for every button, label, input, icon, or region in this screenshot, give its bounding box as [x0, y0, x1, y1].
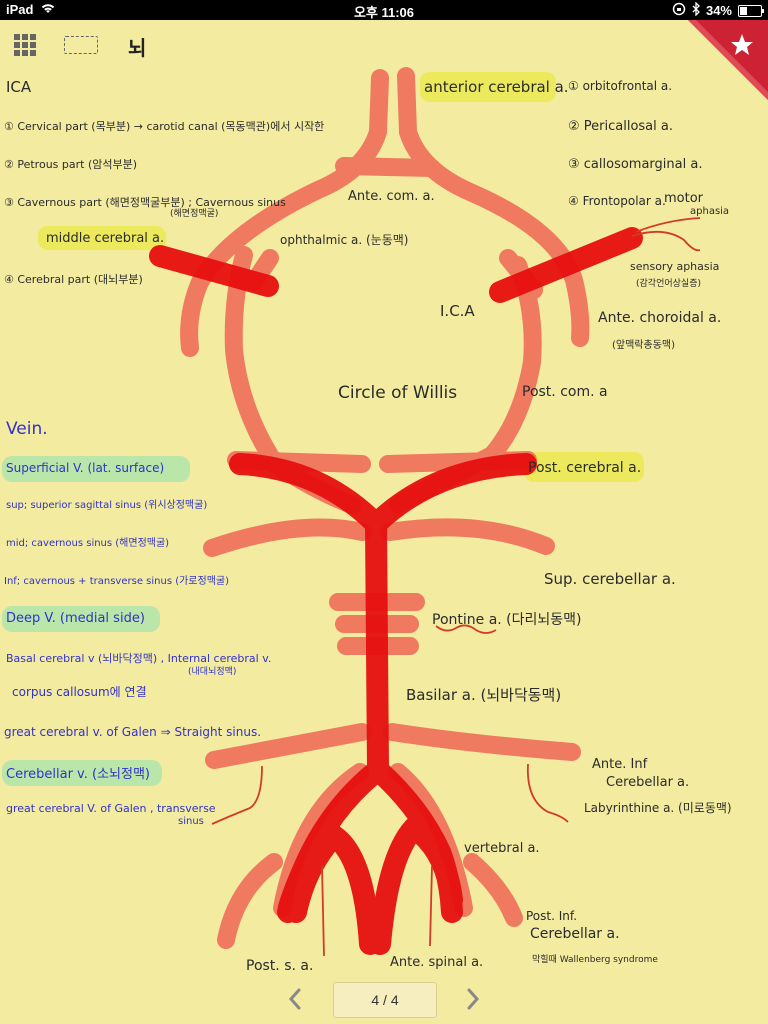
pontine-label: Pontine a. (다리뇌동맥) — [432, 612, 582, 628]
lock-rotation-icon — [672, 2, 686, 19]
chevron-left-icon — [288, 988, 301, 1010]
anterior-cerebral-label: anterior cerebral a. — [424, 78, 569, 96]
vein-line-10: Cerebellar v. (소뇌정맥) — [6, 767, 150, 782]
post-cerebral-label: Post. cerebral a. — [528, 460, 641, 476]
note-icon[interactable] — [64, 36, 98, 54]
vein-line-3: mid; cavernous sinus (해면정맥굴) — [6, 536, 169, 549]
battery-percent: 34% — [705, 3, 732, 18]
sensory-aphasia-kr: (감각언어상실증) — [636, 277, 701, 289]
vein-line-6: Basal cerebral v (뇌바닥정맥) , Internal cere… — [6, 652, 271, 665]
ante-choroidal-kr: (앞맥락총동맥) — [612, 339, 675, 351]
thin-vessels — [211, 217, 701, 957]
vein-line-7: (내대뇌정맥) — [188, 666, 236, 677]
sup-cerebellar-label: Sup. cerebellar a. — [544, 570, 676, 588]
frontopolar-label: ④ Frontopolar a. — [568, 194, 666, 208]
post-inf-label-2: Cerebellar a. — [530, 926, 620, 942]
highlight-deep-v — [2, 606, 160, 632]
post-sa-label: Post. s. a. — [246, 958, 313, 974]
note-title: 뇌 — [128, 36, 147, 60]
status-bar: iPad 오후 11:06 34% — [0, 0, 768, 20]
vein-line-12: sinus — [178, 816, 204, 827]
ica-part-2: ② Petrous part (암석부분) — [4, 158, 137, 171]
ica-part-3-kr: (해면정맥굴) — [170, 208, 218, 219]
favorite-ribbon[interactable] — [688, 20, 768, 100]
middle-cerebral-label: middle cerebral a. — [46, 231, 164, 246]
vein-heading: Vein. — [6, 419, 48, 439]
status-time: 오후 11:06 — [353, 5, 415, 20]
ante-spinal-label: Ante. spinal a. — [390, 955, 483, 970]
vein-line-9: great cerebral v. of Galen ⇒ Straight si… — [4, 725, 261, 739]
ophthalmic-label: ophthalmic a. (눈동맥) — [280, 233, 408, 247]
star-icon[interactable] — [731, 34, 753, 55]
labyrinthine-label: Labyrinthine a. (미로동맥) — [584, 801, 732, 815]
ante-inf-label-2: Cerebellar a. — [606, 775, 689, 790]
vein-line-1: Superficial V. (lat. surface) — [6, 461, 164, 475]
orbitofrontal-label: ① orbitofrontal a. — [568, 79, 672, 93]
highlight-middle-cerebral — [38, 226, 166, 250]
wifi-icon — [40, 1, 56, 18]
next-page-button[interactable] — [462, 984, 484, 1014]
basilar-label: Basilar a. (뇌바닥동맥) — [406, 686, 561, 704]
pager: 4 / 4 — [0, 980, 768, 1018]
battery-icon — [738, 4, 764, 17]
device-name: iPad — [6, 2, 34, 17]
highlight-anterior-cerebral — [420, 72, 556, 102]
circle-of-willis-label: Circle of Willis — [338, 383, 457, 403]
ante-com-label: Ante. com. a. — [348, 189, 435, 204]
ica-heading: ICA — [6, 78, 32, 96]
ante-choroidal-label: Ante. choroidal a. — [598, 310, 721, 326]
callosomarginal-label: ③ callosomarginal a. — [568, 157, 702, 172]
vein-line-11: great cerebral V. of Galen , transverse — [6, 802, 216, 815]
ica-part-3: ③ Cavernous part (해면정맥굴부분) ; Cavernous s… — [4, 195, 286, 209]
status-right: 34% — [672, 1, 764, 19]
highlight-post-cerebral — [524, 452, 644, 482]
vertebral-label: vertebral a. — [464, 841, 540, 856]
vein-line-8: corpus callosum에 연결 — [12, 685, 147, 699]
aphasia-label: aphasia — [690, 206, 729, 217]
motor-label: motor — [664, 191, 704, 206]
bluetooth-icon — [692, 1, 700, 19]
grid-icon[interactable] — [14, 34, 36, 56]
vein-line-4: Inf; cavernous + transverse sinus (가로정맥굴… — [4, 575, 229, 587]
sensory-aphasia-label: sensory aphasia — [630, 260, 719, 273]
chevron-right-icon — [467, 988, 480, 1010]
highlight-cerebellar-v — [2, 760, 162, 786]
vessels-dark — [149, 227, 643, 955]
ante-inf-label-1: Ante. Inf — [592, 757, 648, 772]
pericallosal-label: ② Pericallosal a. — [568, 119, 673, 134]
highlight-superficial-v — [2, 456, 190, 482]
vein-line-2: sup; superior sagittal sinus (위시상정맥굴) — [6, 498, 207, 511]
wallenberg-label: 막힐때 Wallenberg syndrome — [532, 953, 658, 965]
ica-part-1: ① Cervical part (목부분) → carotid canal (목… — [4, 120, 324, 133]
vein-line-5: Deep V. (medial side) — [6, 611, 145, 626]
post-com-label: Post. com. a — [522, 384, 608, 400]
page-indicator: 4 / 4 — [333, 982, 437, 1018]
prev-page-button[interactable] — [284, 984, 306, 1014]
ica-center-label: I.C.A — [440, 302, 475, 320]
post-inf-label-1: Post. Inf. — [526, 909, 577, 923]
ica-part-4: ④ Cerebral part (대뇌부분) — [4, 273, 143, 286]
